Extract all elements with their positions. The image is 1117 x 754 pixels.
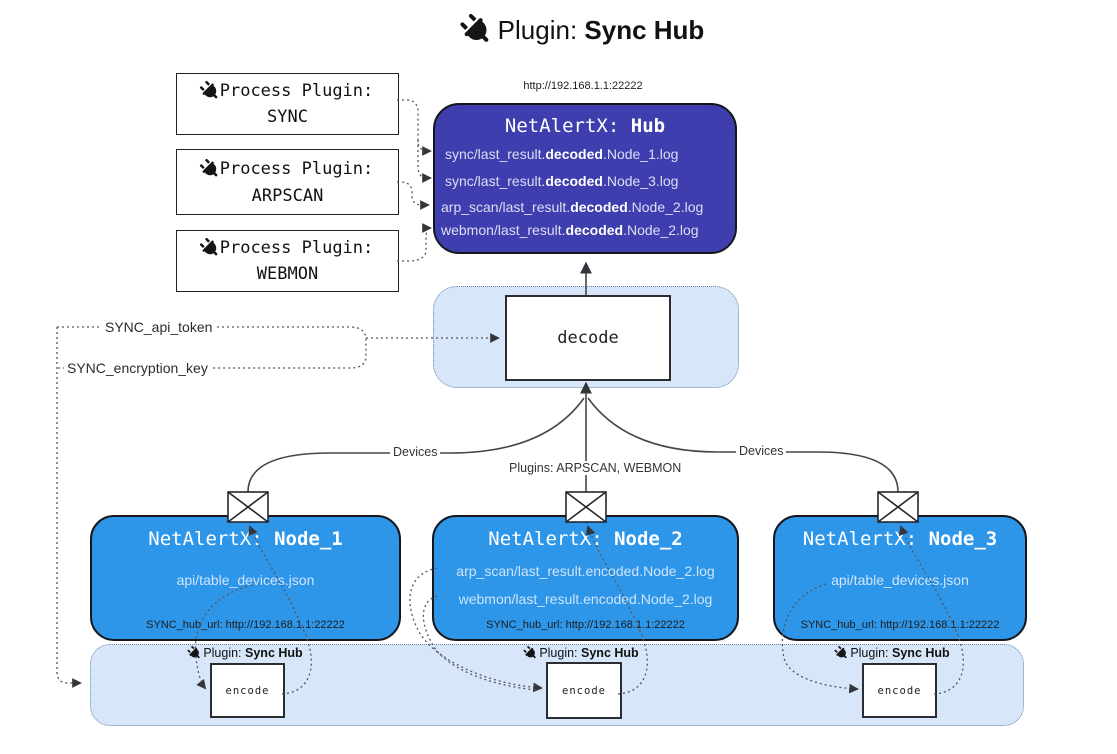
process-plugin-label: Process Plugin: bbox=[219, 81, 374, 101]
plug-icon bbox=[833, 644, 851, 662]
node-box-node3: NetAlertX: Node_3 api/table_devices.json… bbox=[773, 515, 1027, 641]
plug-icon bbox=[197, 235, 222, 260]
decode-label: decode bbox=[557, 328, 619, 348]
plugin-to-hub-lines bbox=[397, 99, 432, 262]
process-plugin-box-arpscan: Process Plugin: ARPSCAN bbox=[176, 149, 399, 215]
node-title: NetAlertX: Node_1 bbox=[148, 528, 343, 550]
sync-api-token-label: SYNC_api_token bbox=[102, 319, 216, 335]
encoder-plugin-label: Plugin: Sync Hub bbox=[808, 646, 978, 660]
encode-box: encode bbox=[210, 663, 285, 718]
decode-box: decode bbox=[505, 295, 671, 381]
plug-icon bbox=[197, 78, 222, 103]
node-box-node2: NetAlertX: Node_2 arp_scan/last_result.e… bbox=[432, 515, 739, 641]
config-to-encoders-line bbox=[56, 327, 82, 688]
hub-box: NetAlertX: Hub sync/last_result.decoded.… bbox=[433, 103, 737, 254]
node-title: NetAlertX: Node_3 bbox=[802, 528, 998, 550]
process-plugin-name: ARPSCAN bbox=[251, 186, 324, 206]
plug-icon bbox=[522, 644, 540, 662]
page-title-prefix: Plugin: bbox=[497, 14, 578, 45]
edge-label-devices-right: Devices bbox=[736, 444, 787, 458]
node-log-line: arp_scan/last_result.encoded.Node_2.log bbox=[456, 563, 715, 579]
edge-label-devices-left: Devices bbox=[390, 445, 441, 459]
hub-log-line: sync/last_result.decoded.Node_1.log bbox=[445, 146, 679, 162]
node-box-node1: NetAlertX: Node_1 api/table_devices.json… bbox=[90, 515, 401, 641]
plug-icon bbox=[197, 156, 222, 181]
process-plugin-label: Process Plugin: bbox=[219, 159, 374, 179]
page-title-name: Sync Hub bbox=[584, 14, 705, 45]
node-title: NetAlertX: Node_2 bbox=[488, 528, 683, 550]
hub-log-line: arp_scan/last_result.decoded.Node_2.log bbox=[441, 199, 704, 215]
encode-box: encode bbox=[862, 663, 937, 718]
encoder-plugin-label: Plugin: Sync Hub bbox=[161, 646, 331, 660]
node-hub-url: SYNC_hub_url: http://192.168.1.1:22222 bbox=[800, 619, 1000, 631]
node-log-line: api/table_devices.json bbox=[176, 572, 315, 588]
process-plugin-box-sync: Process Plugin: SYNC bbox=[176, 73, 399, 135]
sync-to-hub-line1 bbox=[397, 99, 432, 156]
node-log-line: api/table_devices.json bbox=[831, 572, 969, 588]
edge-label-plugins: Plugins: ARPSCAN, WEBMON bbox=[506, 461, 685, 475]
webmon-to-hub-line bbox=[397, 223, 432, 262]
node-log-line: webmon/last_result.encoded.Node_2.log bbox=[458, 591, 713, 607]
plug-icon bbox=[455, 9, 497, 51]
node-hub-url: SYNC_hub_url: http://192.168.1.1:22222 bbox=[486, 619, 685, 631]
sync-encryption-key-label: SYNC_encryption_key bbox=[64, 360, 211, 376]
encode-box: encode bbox=[546, 662, 622, 719]
sync-to-hub-line2 bbox=[417, 140, 432, 183]
process-plugin-name: SYNC bbox=[267, 107, 308, 127]
page-title: Plugin: Sync Hub bbox=[50, 14, 1117, 46]
node-hub-url: SYNC_hub_url: http://192.168.1.1:22222 bbox=[146, 619, 345, 631]
process-plugin-box-webmon: Process Plugin: WEBMON bbox=[176, 230, 399, 292]
hub-title: NetAlertX: Hub bbox=[504, 115, 666, 137]
encode-label: encode bbox=[562, 684, 606, 697]
plug-icon bbox=[186, 644, 204, 662]
encoder-plugin-label: Plugin: Sync Hub bbox=[497, 646, 667, 660]
hub-log-line: sync/last_result.decoded.Node_3.log bbox=[445, 173, 679, 189]
process-plugin-name: WEBMON bbox=[256, 264, 319, 284]
hub-url-label: http://192.168.1.1:22222 bbox=[523, 80, 643, 92]
arpscan-to-hub-line bbox=[397, 181, 430, 210]
process-plugin-label: Process Plugin: bbox=[219, 238, 374, 258]
encode-label: encode bbox=[225, 684, 270, 697]
encode-label: encode bbox=[877, 684, 922, 697]
hub-log-line: webmon/last_result.decoded.Node_2.log bbox=[441, 222, 699, 238]
